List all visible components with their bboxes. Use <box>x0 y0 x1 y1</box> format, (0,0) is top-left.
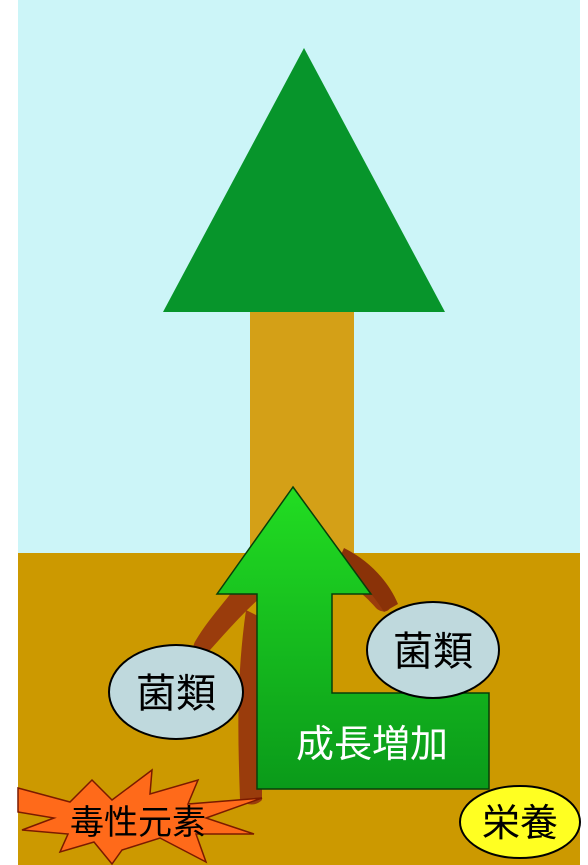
fungi-left-label: 菌類 <box>136 671 216 717</box>
fungi-right-bubble <box>366 601 500 699</box>
fungi-right-label: 菌類 <box>393 629 473 675</box>
growth-label: 成長増加 <box>296 722 448 766</box>
nutrient-label: 栄養 <box>482 801 558 845</box>
nutrient-bubble <box>459 785 581 859</box>
growth-arrow-icon <box>215 485 490 790</box>
toxic-burst-icon <box>17 768 263 865</box>
root-right-upper <box>336 548 398 612</box>
toxic-label: 毒性元素 <box>70 803 206 843</box>
tree-canopy-icon <box>163 48 445 312</box>
fungi-left-bubble <box>108 644 244 740</box>
